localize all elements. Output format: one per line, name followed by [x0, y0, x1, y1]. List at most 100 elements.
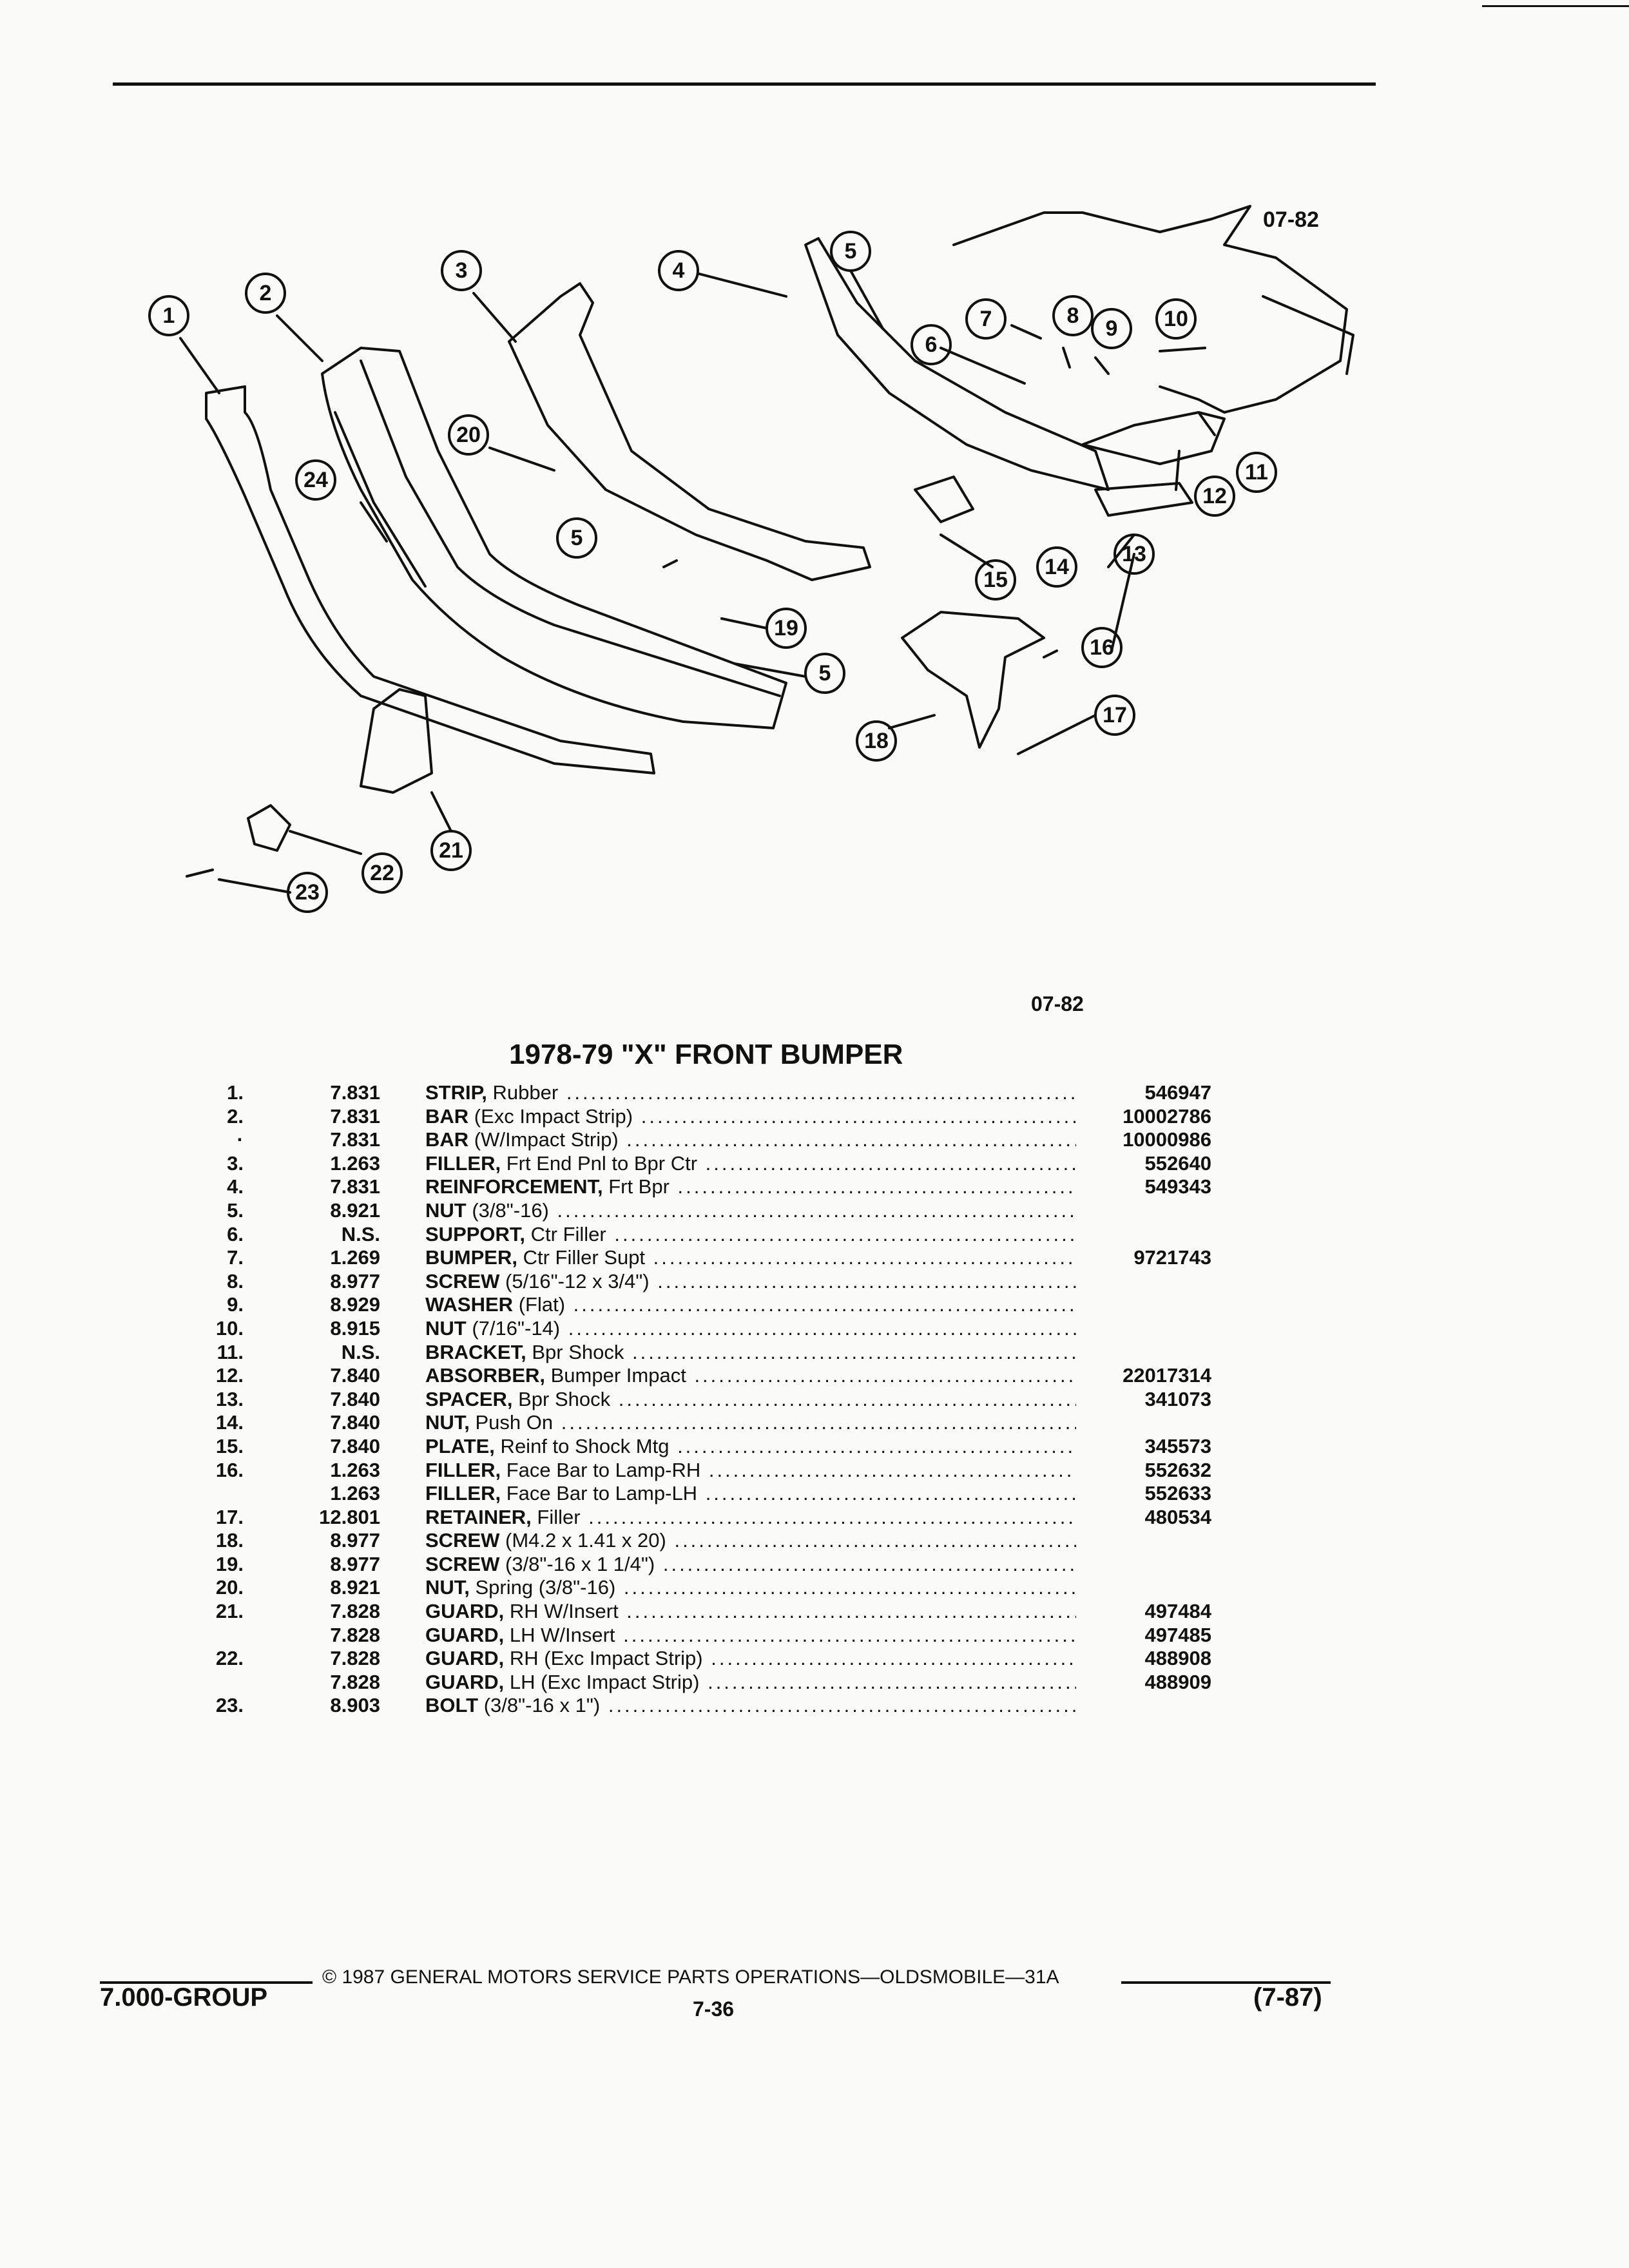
callout-22-label: 22	[370, 861, 394, 885]
part-ref-number: 1.	[227, 1081, 244, 1104]
part-group-number: 7.828	[330, 1600, 380, 1623]
part-group-number: 8.903	[330, 1694, 380, 1717]
callout-12-label: 12	[1202, 484, 1227, 508]
part-group-number: 7.828	[330, 1670, 380, 1693]
leader-dots: ........................................…	[708, 1458, 1076, 1481]
part-description: ABSORBER, Bumper Impact ................…	[425, 1364, 1076, 1387]
callout-24	[295, 459, 336, 501]
leader-dots: ........................................…	[614, 1222, 1076, 1245]
part-ref-number: 19.	[215, 1552, 244, 1575]
part-group-number: 1.263	[330, 1458, 380, 1481]
leader-dots: ........................................…	[623, 1623, 1076, 1646]
part-name: WASHER	[425, 1293, 514, 1316]
callout-11-label: 11	[1245, 460, 1268, 485]
footer-group: 7.000-GROUP	[100, 1983, 268, 2012]
callout-7	[965, 298, 1007, 340]
part-group-number: 8.929	[330, 1293, 380, 1316]
part-name: SCREW	[425, 1552, 500, 1575]
part-number: 497485	[1144, 1623, 1211, 1646]
part-ref-number: 23.	[215, 1694, 244, 1717]
leader-dots: ........................................…	[618, 1387, 1076, 1410]
callout-18-label: 18	[864, 729, 889, 753]
callout-18	[856, 720, 897, 762]
callout-17-label: 17	[1103, 703, 1127, 727]
part-name: FILLER,	[425, 1482, 501, 1505]
leader-dots: ........................................…	[568, 1316, 1076, 1340]
part-description: BRACKET, Bpr Shock .....................…	[425, 1341, 1076, 1364]
part-description: SUPPORT, Ctr Filler ....................…	[425, 1223, 1076, 1246]
part-description: STRIP, Rubber ..........................…	[425, 1081, 1076, 1104]
callout-1-label: 1	[163, 303, 175, 328]
part-number: 497484	[1144, 1600, 1211, 1623]
callout-20	[448, 414, 489, 456]
callout-23-label: 23	[295, 880, 320, 905]
part-name: FILLER,	[425, 1458, 501, 1481]
part-group-number: 8.977	[330, 1529, 380, 1552]
part-group-number: 12.801	[319, 1505, 380, 1528]
callout-20-label: 20	[456, 423, 481, 447]
part-description: SCREW (M4.2 x 1.41 x 20) ...............…	[425, 1529, 1076, 1552]
part-name: GUARD,	[425, 1670, 505, 1693]
callout-9-label: 9	[1106, 316, 1118, 341]
part-name: BOLT	[425, 1694, 479, 1717]
callout-10-label: 10	[1164, 307, 1188, 331]
part-detail: Frt Bpr	[602, 1175, 670, 1198]
part-number: 22017314	[1123, 1364, 1211, 1387]
part-number: 552632	[1144, 1458, 1211, 1481]
part-group-number: 7.831	[330, 1104, 380, 1128]
leader-dots: ........................................…	[708, 1670, 1076, 1693]
part-description: FILLER, Face Bar to Lamp-LH ............…	[425, 1482, 1076, 1505]
callout-12	[1194, 476, 1235, 517]
part-detail: Bumper Impact	[545, 1364, 686, 1387]
leader-dots: ........................................…	[677, 1434, 1076, 1457]
part-name: BUMPER,	[425, 1246, 517, 1269]
part-detail: (3/8"-16 x 1")	[478, 1694, 601, 1717]
part-name: NUT	[425, 1198, 467, 1222]
part-group-number: 7.831	[330, 1175, 380, 1198]
part-ref-number: 11.	[217, 1340, 244, 1363]
part-detail: LH W/Insert	[504, 1623, 615, 1646]
part-group-number: 7.840	[330, 1434, 380, 1457]
part-detail: RH W/Insert	[504, 1600, 619, 1623]
part-group-number: 8.915	[330, 1316, 380, 1340]
leader-dots: ........................................…	[588, 1505, 1076, 1528]
part-group-number: 8.921	[330, 1198, 380, 1222]
part-ref-number: 5.	[227, 1198, 244, 1222]
part-description: SCREW (5/16"-12 x 3/4") ................…	[425, 1270, 1076, 1293]
part-detail: (3/8"-16 x 1 1/4")	[499, 1552, 655, 1575]
callout-21-label: 21	[439, 838, 463, 863]
leader-dots: ........................................…	[674, 1529, 1076, 1552]
part-group-number: 7.840	[330, 1411, 380, 1434]
callout-14-label: 14	[1045, 555, 1069, 579]
callouts	[148, 231, 1277, 913]
reinforcement-drawing	[804, 237, 1110, 491]
part-description: FILLER, Frt End Pnl to Bpr Ctr .........…	[425, 1152, 1076, 1175]
part-number: 552633	[1144, 1482, 1211, 1505]
part-description: GUARD, LH W/Insert .....................…	[425, 1624, 1076, 1647]
callout-5a-label: 5	[845, 239, 857, 264]
leader-dots: ........................................…	[557, 1198, 1077, 1222]
part-number: 488908	[1144, 1647, 1211, 1670]
shock-absorber-drawing	[1081, 411, 1226, 465]
part-name: BAR	[425, 1128, 469, 1151]
part-name: GUARD,	[425, 1647, 505, 1670]
part-ref-number: 8.	[227, 1269, 244, 1293]
part-detail: (M4.2 x 1.41 x 20)	[499, 1529, 666, 1552]
part-ref-number: 7.	[227, 1246, 244, 1269]
part-number: 9721743	[1133, 1246, 1211, 1269]
leader-dots: ........................................…	[657, 1269, 1076, 1293]
part-detail: Frt End Pnl to Bpr Ctr	[501, 1151, 698, 1175]
part-description: SCREW (3/8"-16 x 1 1/4") ...............…	[425, 1553, 1076, 1576]
part-detail: Push On	[469, 1411, 554, 1434]
page-title: 1978-79 "X" FRONT BUMPER	[509, 1039, 903, 1070]
